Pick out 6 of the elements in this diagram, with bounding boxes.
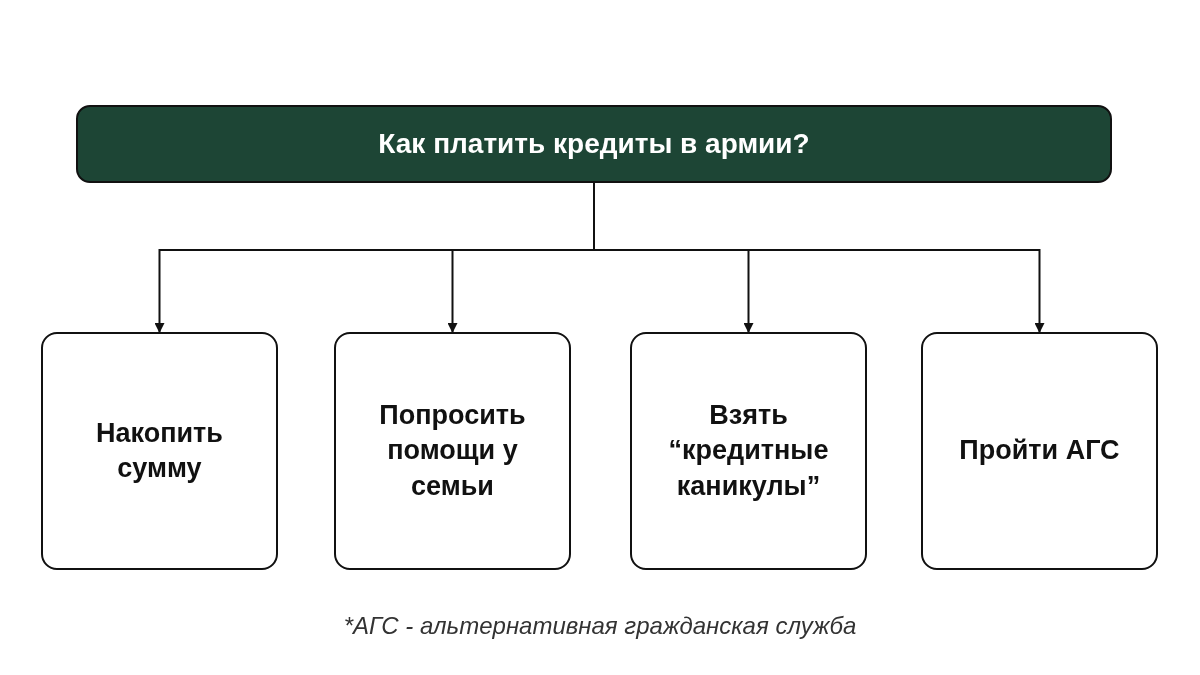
title-box: Как платить кредиты в армии? bbox=[76, 105, 1112, 183]
option-box: Пройти АГС bbox=[921, 332, 1158, 570]
option-box: Попросить помощи у семьи bbox=[334, 332, 571, 570]
option-box: Накопить сумму bbox=[41, 332, 278, 570]
option-box: Взять “кредитные каникулы” bbox=[630, 332, 867, 570]
footnote: *АГС - альтернативная гражданская служба bbox=[342, 612, 858, 640]
